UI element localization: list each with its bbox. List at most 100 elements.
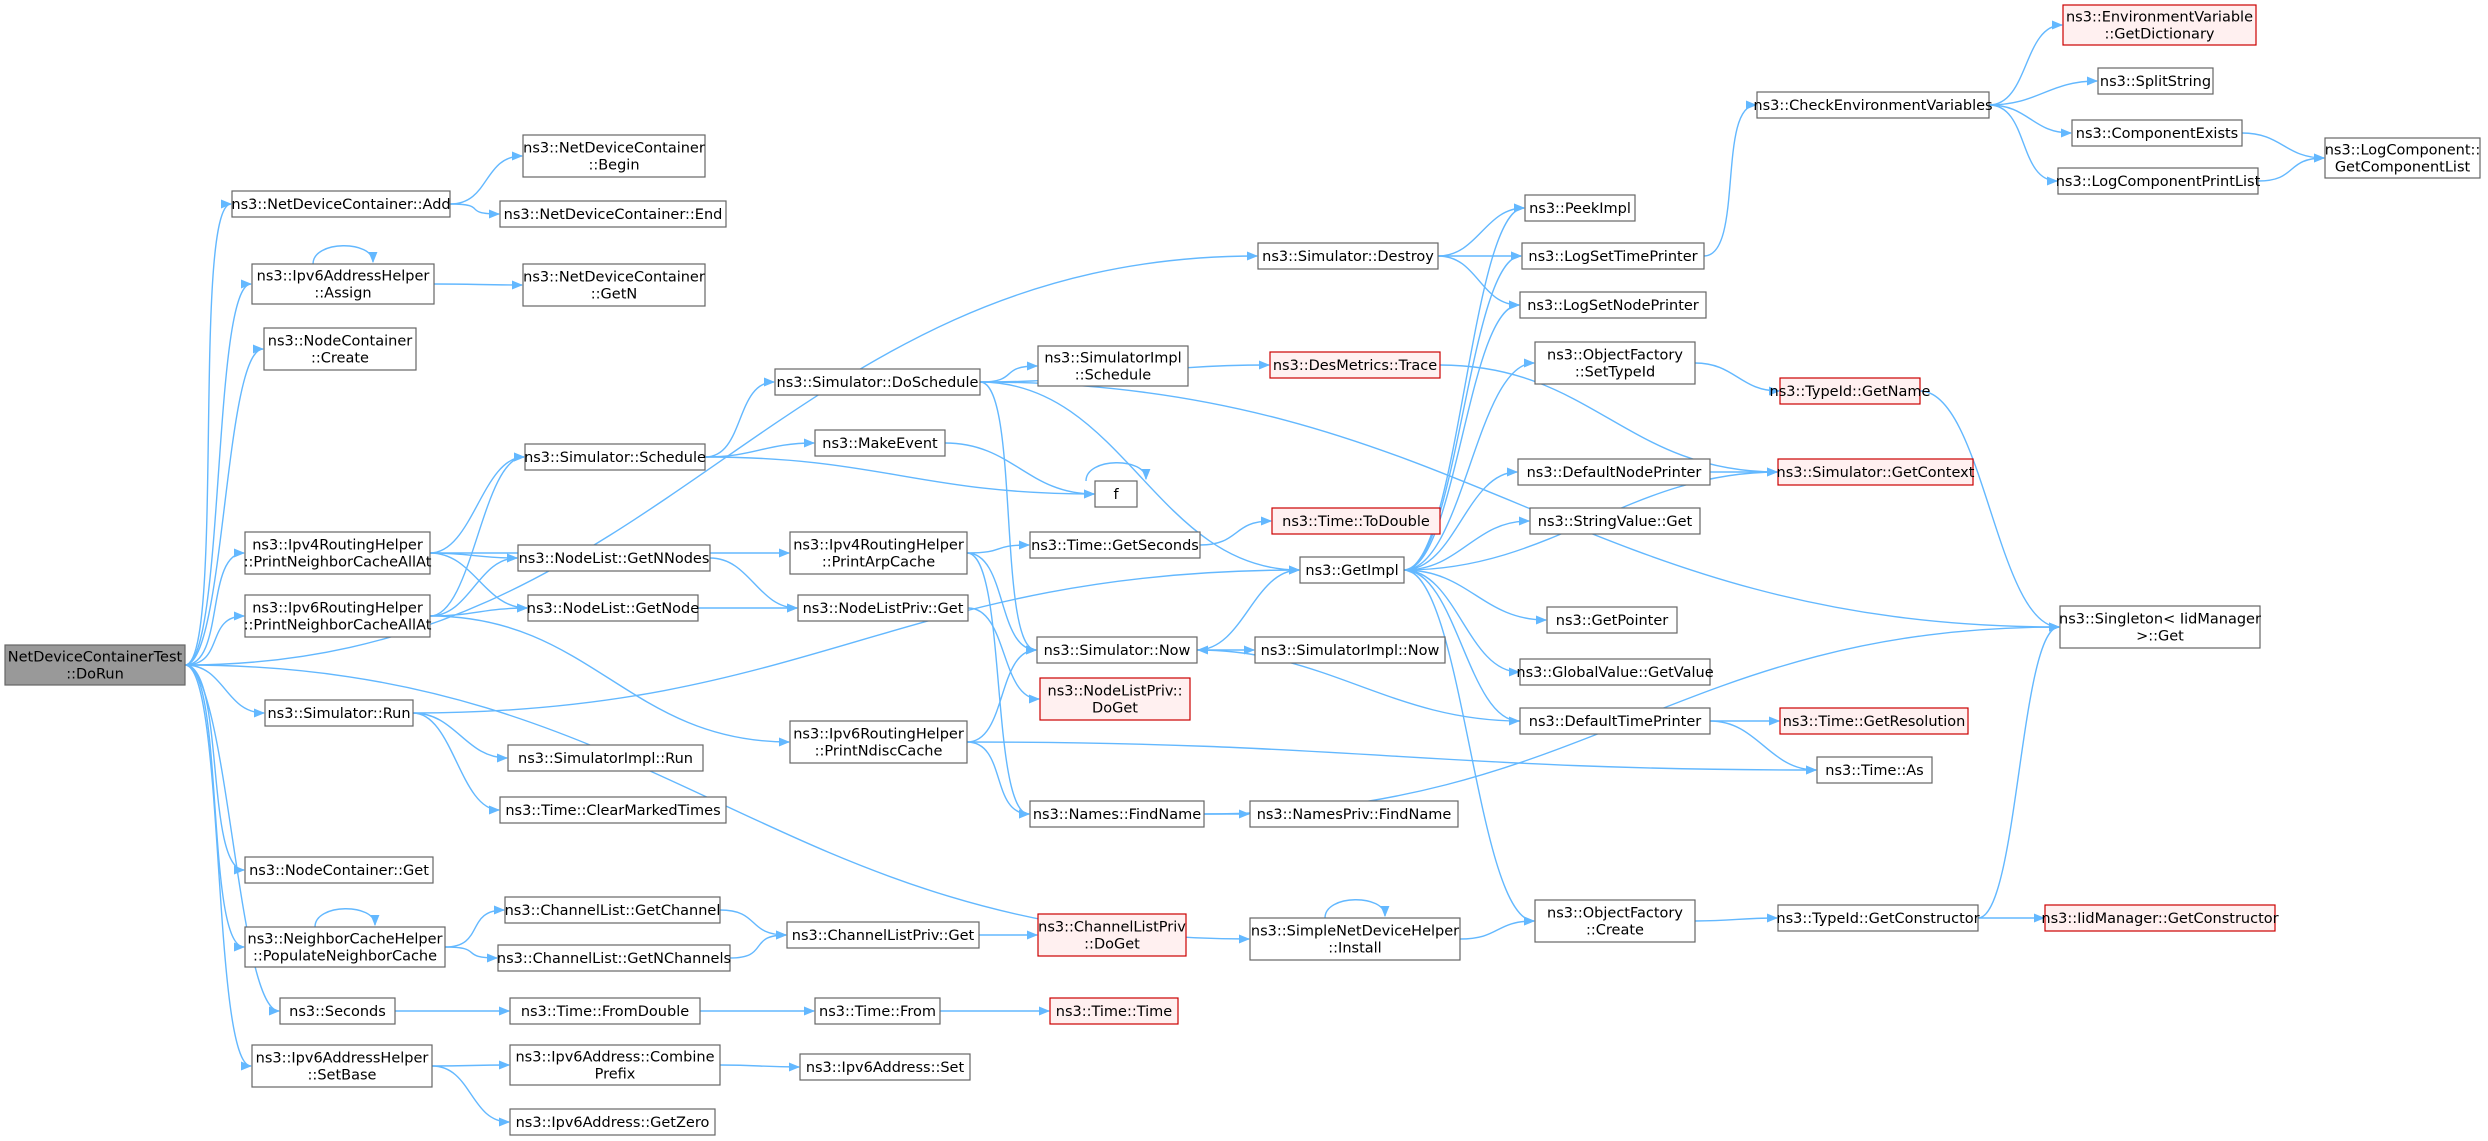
node-label: ::GetDictionary — [2105, 27, 2215, 43]
node-f[interactable]: f — [1094, 480, 1138, 508]
node-nlPrivGet[interactable]: ns3::NodeListPriv::Get — [797, 594, 969, 622]
node-label: ns3::SimulatorImpl::Now — [1261, 643, 1440, 659]
node-label: ns3::Ipv4RoutingHelper — [793, 538, 964, 554]
edge-root-to-ncCreate — [184, 344, 265, 666]
node-ipv6Set[interactable]: ns3::Ipv6Address::Set — [799, 1053, 971, 1081]
node-label: ns3::NamesPriv::FindName — [1257, 807, 1452, 823]
edge-getImpl-to-ofCreate — [1403, 569, 1536, 926]
node-simDoSchedule[interactable]: ns3::Simulator::DoSchedule — [774, 368, 981, 396]
node-simImplRun[interactable]: ns3::SimulatorImpl::Run — [507, 744, 704, 772]
node-getImpl[interactable]: ns3::GetImpl — [1299, 556, 1405, 584]
node-box — [279, 997, 396, 1025]
edge-ofCreate-to-typeIdGetCtor — [1694, 913, 1779, 923]
node-getPointer[interactable]: ns3::GetPointer — [1546, 606, 1678, 634]
node-desTrace[interactable]: ns3::DesMetrics::Trace — [1269, 351, 1441, 379]
node-box — [2057, 167, 2259, 195]
edge-simNow-to-getImpl — [1196, 565, 1301, 651]
node-timeGetRes[interactable]: ns3::Time::GetResolution — [1779, 707, 1969, 735]
node-compExists[interactable]: ns3::ComponentExists — [2071, 119, 2243, 147]
node-iidGetCtor[interactable]: ns3::IidManager::GetConstructor — [2041, 904, 2279, 932]
node-ofSetTypeId[interactable]: ns3::ObjectFactory::SetTypeId — [1534, 341, 1696, 385]
node-box — [1756, 91, 1990, 119]
node-timeAs[interactable]: ns3::Time::As — [1816, 756, 1933, 784]
node-box — [1257, 242, 1439, 270]
node-timeFrom[interactable]: ns3::Time::From — [814, 997, 941, 1025]
node-peekImpl[interactable]: ns3::PeekImpl — [1524, 194, 1636, 222]
node-typeIdGetName[interactable]: ns3::TypeId::GetName — [1770, 377, 1931, 405]
node-envGetDict[interactable]: ns3::EnvironmentVariable::GetDictionary — [2062, 4, 2257, 46]
node-ndcGetN[interactable]: ns3::NetDeviceContainer::GetN — [522, 263, 706, 307]
node-simGetContext[interactable]: ns3::Simulator::GetContext — [1777, 458, 1975, 486]
node-ipv6SetBase[interactable]: ns3::Ipv6AddressHelper::SetBase — [251, 1044, 433, 1088]
node-simSchedule[interactable]: ns3::Simulator::Schedule — [524, 443, 706, 471]
node-clPrivGet[interactable]: ns3::ChannelListPriv::Get — [786, 921, 980, 949]
node-label: ns3::Simulator::DoSchedule — [777, 375, 979, 391]
node-timeTime[interactable]: ns3::Time::Time — [1049, 997, 1179, 1025]
node-logCompGetList[interactable]: ns3::LogComponent::GetComponentList — [2324, 137, 2481, 179]
node-nlGetNNodes[interactable]: ns3::NodeList::GetNNodes — [517, 544, 711, 572]
node-nlGetNode[interactable]: ns3::NodeList::GetNode — [527, 594, 699, 622]
node-ipv4PrintArp[interactable]: ns3::Ipv4RoutingHelper::PrintArpCache — [789, 531, 968, 575]
node-simImplNow[interactable]: ns3::SimulatorImpl::Now — [1254, 636, 1446, 664]
node-box — [789, 531, 968, 575]
node-clGetNChannels[interactable]: ns3::ChannelList::GetNChannels — [497, 944, 731, 972]
node-timeFromDouble[interactable]: ns3::Time::FromDouble — [509, 997, 701, 1025]
edge-root-to-ipv6Print — [184, 611, 246, 666]
node-ndcAdd[interactable]: ns3::NetDeviceContainer::Add — [231, 190, 451, 218]
node-timeGetSeconds[interactable]: ns3::Time::GetSeconds — [1029, 531, 1201, 559]
node-label: ns3::ChannelList::GetChannel — [505, 903, 721, 919]
node-ncGet[interactable]: ns3::NodeContainer::Get — [244, 856, 434, 884]
node-ipv6Assign[interactable]: ns3::Ipv6AddressHelper::Assign — [251, 263, 435, 305]
edge-simDoSchedule-to-singletonGet — [979, 381, 2061, 632]
node-makeEvent[interactable]: ns3::MakeEvent — [814, 429, 946, 457]
node-timeToDouble[interactable]: ns3::Time::ToDouble — [1271, 507, 1441, 535]
node-logSetTime[interactable]: ns3::LogSetTimePrinter — [1521, 242, 1705, 270]
node-simImplSchedule[interactable]: ns3::SimulatorImpl::Schedule — [1037, 345, 1189, 387]
node-timeClear[interactable]: ns3::Time::ClearMarkedTimes — [499, 796, 727, 824]
edge-ipv4PrintArp-to-namesFind — [966, 552, 1031, 819]
node-ipv6Print[interactable]: ns3::Ipv6RoutingHelper::PrintNeighborCac… — [244, 594, 432, 638]
node-defNodePrinter[interactable]: ns3::DefaultNodePrinter — [1517, 458, 1711, 486]
node-box — [524, 443, 706, 471]
node-seconds[interactable]: ns3::Seconds — [279, 997, 396, 1025]
node-label: ns3::Simulator::Now — [1044, 643, 1191, 659]
node-namesFind[interactable]: ns3::Names::FindName — [1029, 800, 1205, 828]
node-label: ns3::PeekImpl — [1529, 201, 1631, 217]
node-box — [1517, 458, 1711, 486]
node-simRun[interactable]: ns3::Simulator::Run — [264, 699, 414, 727]
node-label: ns3::ChannelListPriv::Get — [792, 928, 975, 944]
node-namesPrivFind[interactable]: ns3::NamesPriv::FindName — [1249, 800, 1459, 828]
node-checkEnv[interactable]: ns3::CheckEnvironmentVariables — [1753, 91, 1993, 119]
node-ndcEnd[interactable]: ns3::NetDeviceContainer::End — [499, 200, 727, 228]
node-ipv6GetZero[interactable]: ns3::Ipv6Address::GetZero — [509, 1108, 716, 1136]
node-simDestroy[interactable]: ns3::Simulator::Destroy — [1257, 242, 1439, 270]
node-sndhInstall[interactable]: ns3::SimpleNetDeviceHelper::Install — [1249, 917, 1461, 961]
node-nchPopulate[interactable]: ns3::NeighborCacheHelper::PopulateNeighb… — [244, 926, 446, 968]
node-gvGetValue[interactable]: ns3::GlobalValue::GetValue — [1516, 658, 1714, 686]
node-root[interactable]: NetDeviceContainerTest::DoRun — [4, 644, 186, 686]
node-ipv4Print[interactable]: ns3::Ipv4RoutingHelper::PrintNeighborCac… — [244, 531, 432, 575]
node-strValueGet[interactable]: ns3::StringValue::Get — [1529, 507, 1701, 535]
node-logCompPrint[interactable]: ns3::LogComponentPrintList — [2056, 167, 2261, 195]
node-typeIdGetCtor[interactable]: ns3::TypeId::GetConstructor — [1776, 904, 1980, 932]
node-ndcBegin[interactable]: ns3::NetDeviceContainer::Begin — [522, 134, 706, 178]
node-box — [1094, 480, 1138, 508]
node-ipv6PrintNdisc[interactable]: ns3::Ipv6RoutingHelper::PrintNdiscCache — [789, 720, 968, 764]
node-splitString[interactable]: ns3::SplitString — [2097, 67, 2214, 95]
node-label: ns3::GetPointer — [1556, 613, 1669, 629]
node-clPrivDoGet[interactable]: ns3::ChannelListPriv::DoGet — [1037, 913, 1187, 957]
edge-typeIdGetName-to-singletonGet — [1919, 390, 2061, 632]
node-singletonGet[interactable]: ns3::Singleton< IidManager >::Get — [2059, 605, 2261, 649]
edge-checkEnv-to-envGetDict — [1988, 20, 2064, 106]
node-simNow[interactable]: ns3::Simulator::Now — [1036, 636, 1198, 664]
edge-nchPopulate-to-nchPopulate — [314, 908, 380, 928]
node-nlPrivDoGet[interactable]: ns3::NodeListPriv::DoGet — [1039, 677, 1191, 721]
edge-getImpl-to-logSetNode — [1403, 300, 1521, 571]
node-defTimePrinter[interactable]: ns3::DefaultTimePrinter — [1519, 707, 1711, 735]
node-ofCreate[interactable]: ns3::ObjectFactory::Create — [1534, 899, 1696, 943]
node-logSetNode[interactable]: ns3::LogSetNodePrinter — [1519, 291, 1707, 319]
node-clGetChannel[interactable]: ns3::ChannelList::GetChannel — [504, 896, 721, 924]
node-ncCreate[interactable]: ns3::NodeContainer::Create — [263, 327, 417, 371]
